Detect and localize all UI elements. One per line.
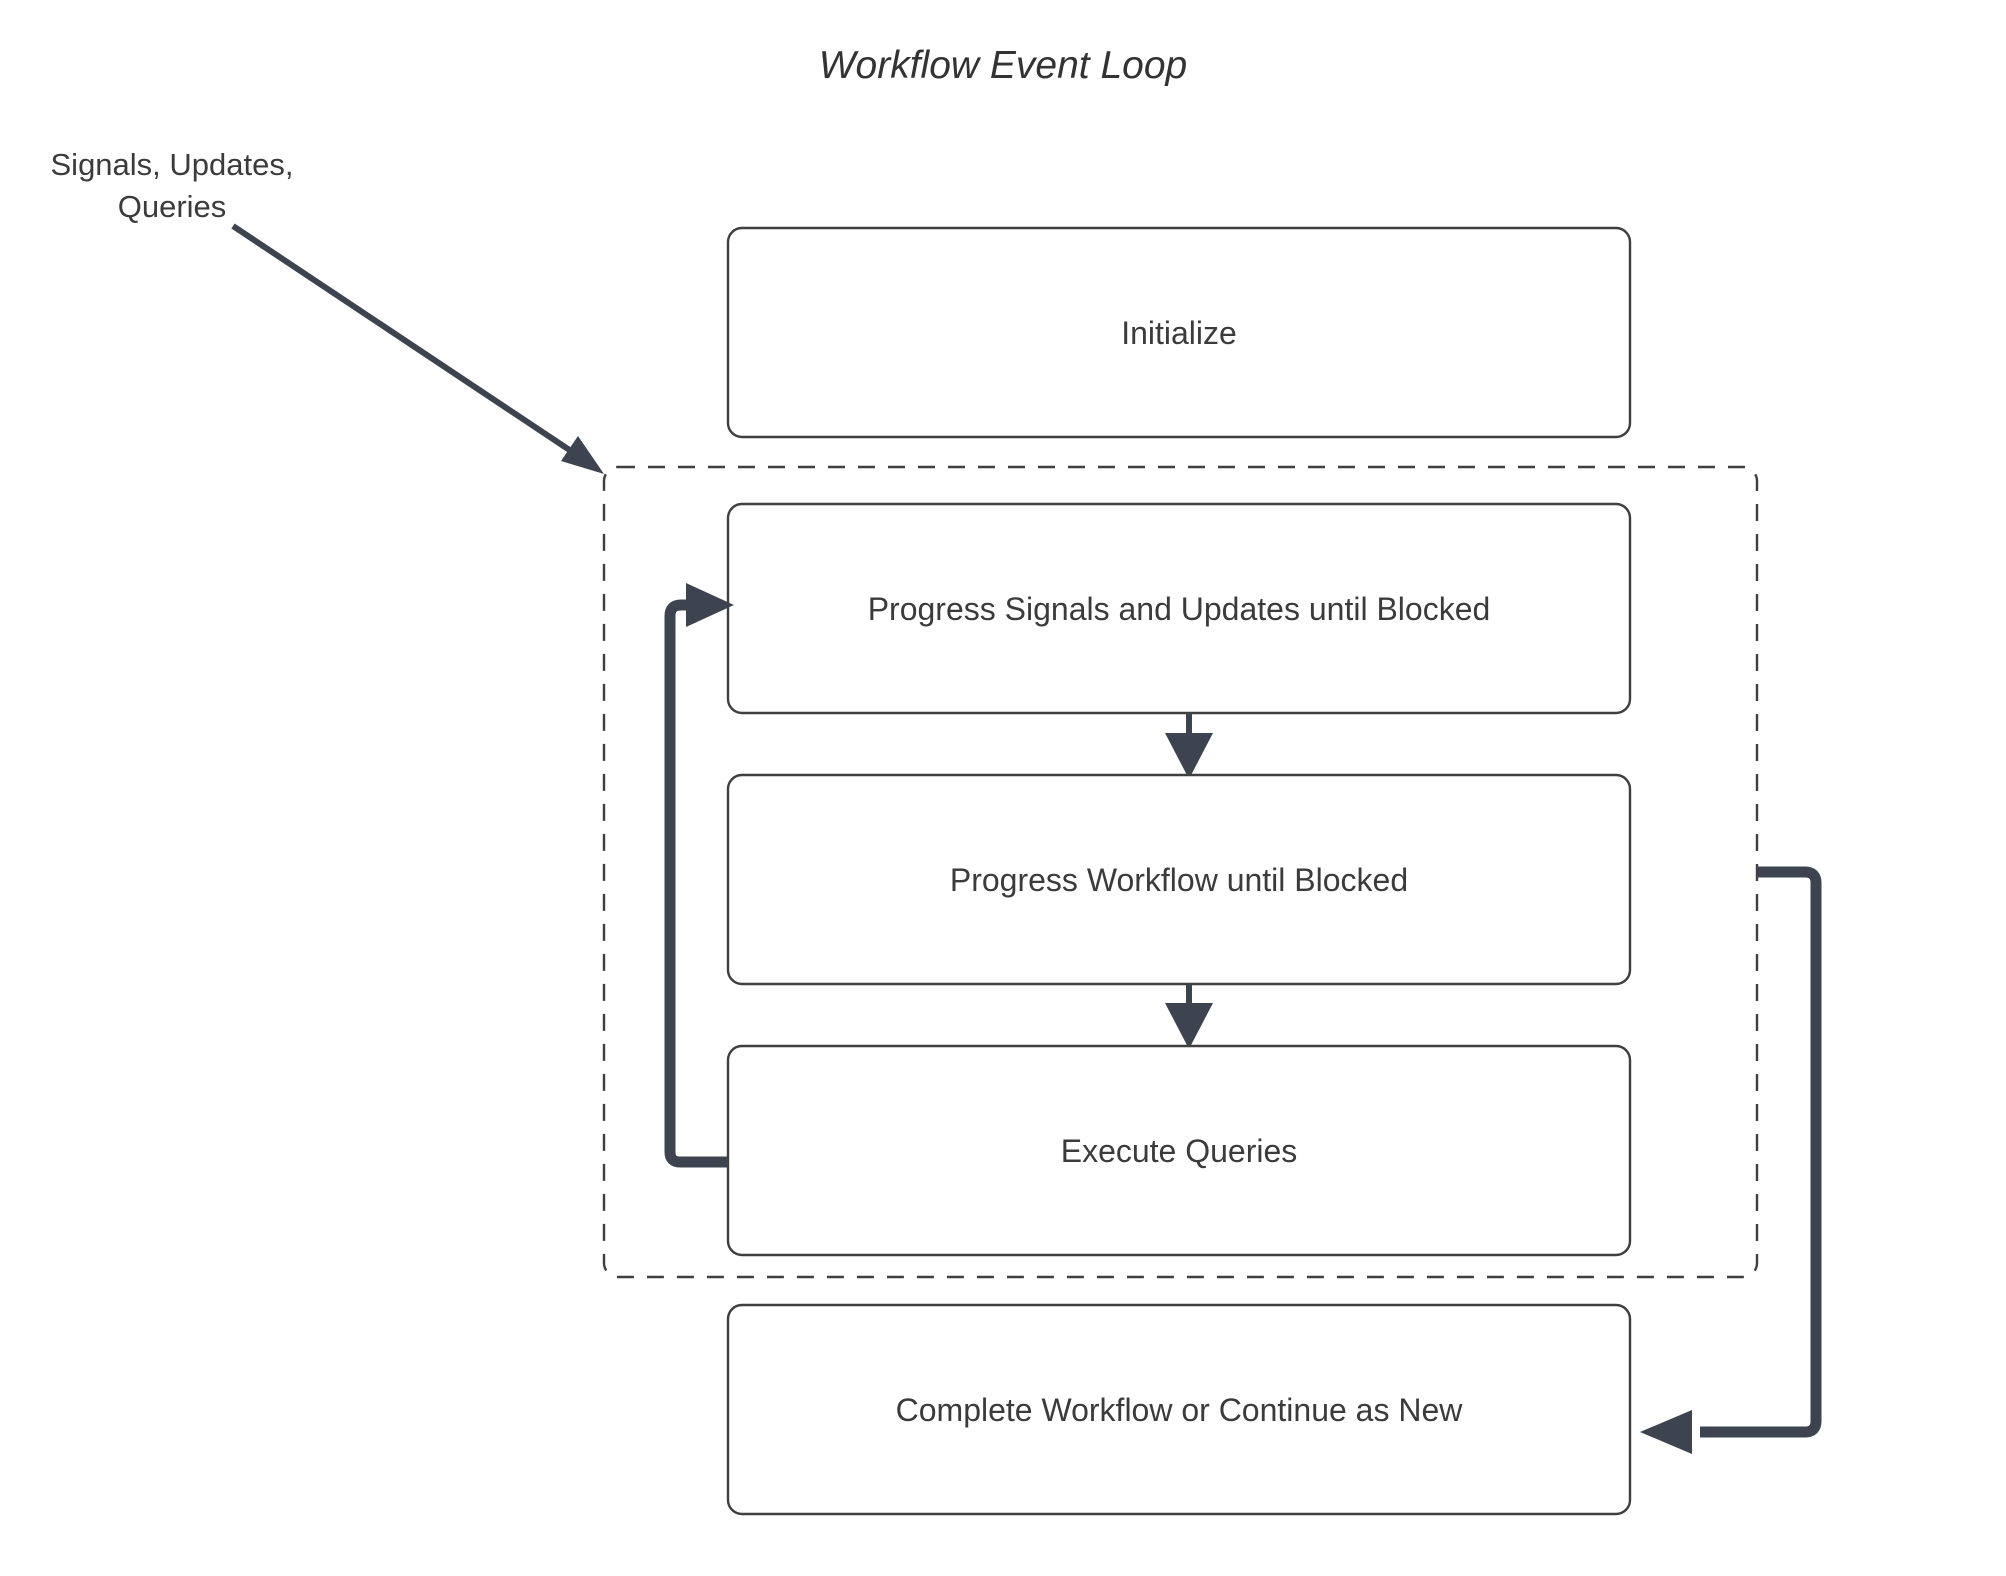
node-execute-queries-box[interactable] [726,1044,1632,1257]
arrow-head-icon [686,583,734,627]
edge-external-to-group [231,223,604,474]
node-initialize-box[interactable] [726,226,1632,439]
edge-workflow-to-queries [1165,984,1213,1049]
node-progress-signals[interactable]: Progress Signals and Updates until Block… [726,502,1632,715]
node-progress-signals-label: Progress Signals and Updates until Block… [868,591,1491,627]
arrow-head-icon [1165,1003,1213,1049]
edge-queries-loop-back [664,583,734,1168]
node-complete-workflow[interactable]: Complete Workflow or Continue as New [726,1303,1632,1516]
node-progress-signals-box[interactable] [726,502,1632,715]
arrow-head-icon [1165,733,1213,779]
node-complete-workflow-box[interactable] [726,1303,1632,1516]
node-complete-workflow-label: Complete Workflow or Continue as New [896,1392,1464,1428]
diagram-title: Workflow Event Loop [819,44,1188,87]
node-progress-workflow-box[interactable] [726,773,1632,986]
node-initialize[interactable]: Initialize [726,226,1632,439]
edge-group-to-complete [1640,866,1822,1454]
node-progress-workflow[interactable]: Progress Workflow until Blocked [726,773,1632,986]
node-execute-queries[interactable]: Execute Queries [726,1044,1632,1257]
external-input-label-line1: Signals, Updates, [51,147,294,182]
node-progress-workflow-label: Progress Workflow until Blocked [950,862,1408,898]
node-execute-queries-label: Execute Queries [1061,1133,1298,1169]
node-initialize-label: Initialize [1121,315,1237,351]
edge-signals-to-workflow [1165,713,1213,779]
arrow-head-icon [1640,1410,1692,1454]
arrow-head-icon [561,436,604,474]
external-input-label-line2: Queries [118,189,227,224]
